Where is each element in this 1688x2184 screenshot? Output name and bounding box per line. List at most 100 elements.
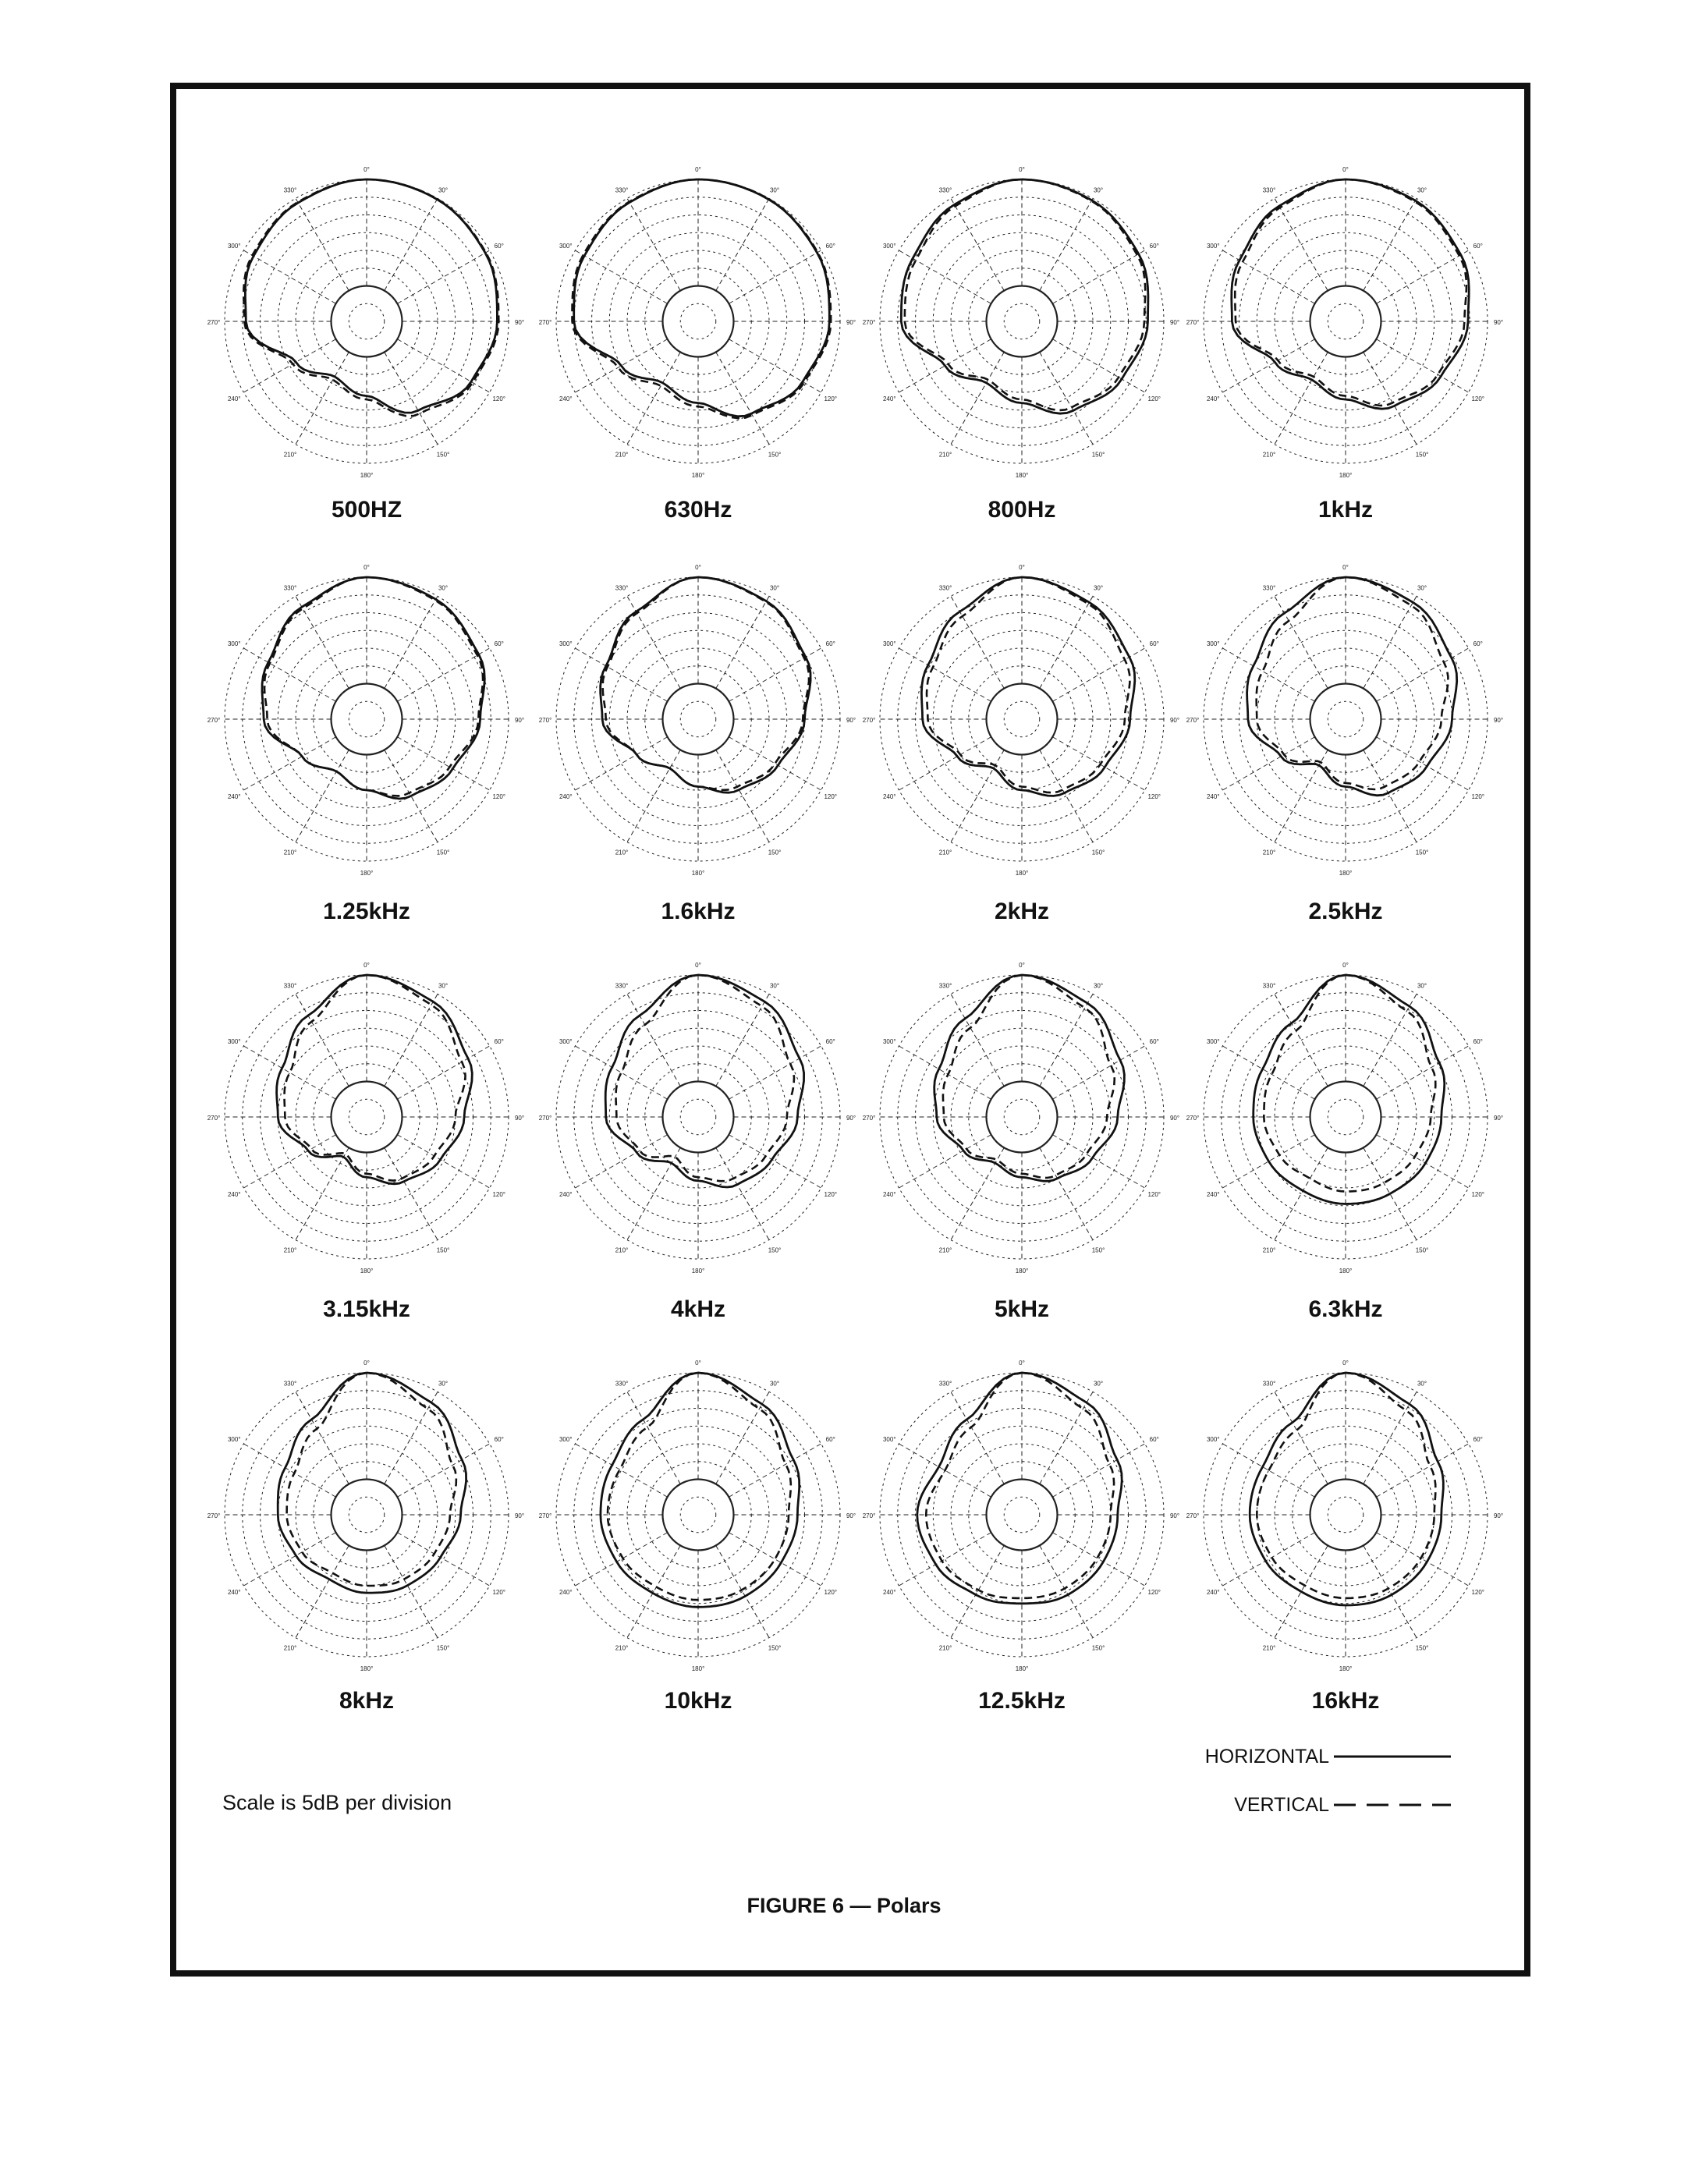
- horizontal-trace: [1248, 1371, 1445, 1607]
- angle-tick-label: 210°: [1263, 1247, 1276, 1254]
- polar-spoke: [1222, 1532, 1315, 1587]
- polar-spoke: [243, 250, 336, 304]
- horizontal-trace: [599, 576, 812, 794]
- polar-ring: [1327, 1098, 1364, 1136]
- polar-plot: 0°30°60°90°120°150°180°210°240°270°300°3…: [863, 1360, 1179, 1672]
- polar-spoke: [1376, 1134, 1469, 1189]
- polar-spoke: [295, 750, 349, 842]
- legend-dashed-line: [1334, 1803, 1451, 1806]
- angle-tick-label: 240°: [883, 793, 896, 800]
- angle-tick-label: 0°: [1342, 166, 1349, 173]
- polar-ring: [555, 179, 841, 464]
- polar-plot: 0°30°60°90°120°150°180°210°240°270°300°3…: [863, 962, 1179, 1275]
- angle-tick-label: 120°: [1471, 1589, 1484, 1596]
- angle-tick-label: 210°: [284, 849, 297, 856]
- polar-ring: [295, 250, 438, 393]
- inner-circle: [985, 1080, 1059, 1154]
- polar-spoke: [950, 198, 1005, 291]
- angle-tick-label: 60°: [1473, 640, 1483, 647]
- angle-tick-label: 300°: [883, 640, 896, 647]
- polar-ring: [348, 1496, 385, 1533]
- polar-spoke: [1363, 994, 1417, 1087]
- vertical-trace: [1255, 576, 1449, 791]
- polar-spoke: [1274, 596, 1328, 689]
- angle-tick-label: 150°: [437, 1645, 450, 1652]
- angle-tick-label: 270°: [207, 1115, 221, 1122]
- polar-spoke: [1052, 647, 1145, 702]
- angle-tick-label: 270°: [539, 1512, 552, 1519]
- angle-tick-label: 60°: [1150, 243, 1159, 250]
- polar-ring: [348, 303, 385, 340]
- angle-tick-label: 240°: [1207, 395, 1220, 402]
- inner-circle: [330, 285, 403, 358]
- angle-tick-label: 300°: [559, 1038, 573, 1045]
- polar-ring: [1203, 179, 1488, 464]
- inner-circle: [985, 285, 1059, 358]
- polar-spoke: [1052, 736, 1145, 791]
- polar-ring: [879, 179, 1165, 464]
- inner-circle: [1309, 1080, 1382, 1154]
- polar-spoke: [1363, 352, 1417, 445]
- legend-horizontal-label: HORIZONTAL: [1204, 1745, 1329, 1767]
- angle-tick-label: 30°: [770, 1380, 779, 1387]
- angle-tick-label: 210°: [284, 1645, 297, 1652]
- angle-tick-label: 120°: [1471, 793, 1484, 800]
- polar-ring: [879, 974, 1165, 1260]
- angle-tick-label: 150°: [768, 1247, 782, 1254]
- angle-tick-label: 30°: [438, 982, 448, 989]
- horizontal-trace: [276, 1371, 468, 1594]
- angle-tick-label: 240°: [559, 1589, 573, 1596]
- frequency-label: 800Hz: [988, 497, 1056, 523]
- angle-tick-label: 300°: [559, 640, 573, 647]
- angle-tick-label: 60°: [1150, 1436, 1159, 1443]
- polar-spoke: [295, 994, 349, 1087]
- polar-spoke: [715, 352, 770, 445]
- angle-tick-label: 0°: [363, 564, 370, 571]
- angle-tick-label: 90°: [515, 717, 524, 724]
- angle-tick-label: 240°: [559, 1191, 573, 1198]
- polar-ring: [224, 974, 509, 1260]
- polar-ring: [950, 647, 1094, 791]
- vertical-trace: [263, 576, 484, 797]
- horizontal-trace: [933, 973, 1126, 1182]
- polar-ring: [679, 303, 717, 340]
- polar-ring: [608, 629, 788, 809]
- polar-plot: 0°30°60°90°120°150°180°210°240°270°300°3…: [539, 962, 856, 1275]
- polar-spoke: [1363, 750, 1417, 842]
- polar-spoke: [397, 1134, 490, 1189]
- angle-tick-label: 60°: [1150, 640, 1159, 647]
- angle-tick-label: 180°: [1016, 1268, 1029, 1275]
- polar-spoke: [295, 596, 349, 689]
- angle-tick-label: 180°: [360, 1268, 374, 1275]
- inner-circle: [1309, 1478, 1382, 1551]
- polar-spoke: [1039, 1545, 1094, 1638]
- polar-spoke: [243, 736, 336, 791]
- angle-tick-label: 180°: [1339, 1268, 1353, 1275]
- angle-tick-label: 60°: [1150, 1038, 1159, 1045]
- angle-tick-label: 240°: [559, 395, 573, 402]
- inner-circle: [661, 1478, 735, 1551]
- angle-tick-label: 300°: [228, 640, 241, 647]
- polar-plot: 0°30°60°90°120°150°180°210°240°270°300°3…: [1186, 1360, 1503, 1672]
- angle-tick-label: 330°: [615, 1380, 629, 1387]
- angle-tick-label: 330°: [284, 1380, 297, 1387]
- polar-spoke: [397, 647, 490, 702]
- angle-tick-label: 150°: [768, 452, 782, 459]
- angle-tick-label: 60°: [1473, 1038, 1483, 1045]
- polar-spoke: [626, 1392, 681, 1484]
- polar-spoke: [1363, 1545, 1417, 1638]
- angle-tick-label: 210°: [1263, 1645, 1276, 1652]
- angle-tick-label: 120°: [824, 395, 837, 402]
- angle-tick-label: 60°: [826, 1038, 835, 1045]
- polar-spoke: [729, 250, 821, 304]
- polar-spoke: [1376, 250, 1469, 304]
- polar-spoke: [899, 339, 991, 393]
- frequency-label: 5kHz: [994, 1296, 1050, 1322]
- polar-spoke: [1052, 1134, 1145, 1189]
- horizontal-trace: [916, 1371, 1123, 1605]
- angle-tick-label: 90°: [1170, 1512, 1179, 1519]
- polar-spoke: [950, 596, 1005, 689]
- polar-spoke: [384, 1545, 438, 1638]
- angle-tick-label: 270°: [863, 1115, 876, 1122]
- angle-tick-label: 240°: [883, 395, 896, 402]
